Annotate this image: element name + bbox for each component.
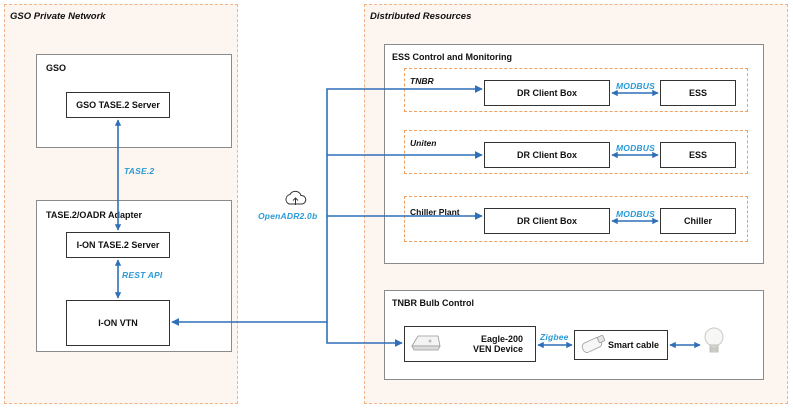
zigbee-label: Zigbee [540,332,569,342]
gso-private-network-title: GSO Private Network [10,11,106,22]
adapter-panel-title: TASE.2/OADR Adapter [46,210,143,220]
eagle-line-1: Eagle-200 [480,334,523,344]
dr-client-box-2: DR Client Box [484,142,610,168]
modbus-label-2: MODBUS [616,143,655,153]
gso-tase2-server-box: GSO TASE.2 Server [66,92,170,118]
modbus-label-3: MODBUS [616,209,655,219]
ess-control-panel-title: ESS Control and Monitoring [392,52,512,62]
group-tnbr-title: TNBR [410,76,434,86]
distributed-resources-title: Distributed Resources [370,11,472,22]
gso-panel-title: GSO [46,63,67,73]
openadr-bus [171,85,483,326]
dr-client-box-1: DR Client Box [484,80,610,106]
dr-client-box-3: DR Client Box [484,208,610,234]
openadr-link-eagle [326,322,403,347]
ess-box-1: ESS [660,80,736,106]
smart-cable-box: Smart cable [574,330,668,360]
ion-vtn-box: I-ON VTN [66,300,170,346]
smart-cable-label: Smart cable [607,340,659,350]
modbus-label-1: MODBUS [616,81,655,91]
smart-plug-icon [581,334,606,353]
tase2-label: TASE.2 [124,166,155,176]
router-icon [411,335,441,351]
ess-box-2: ESS [660,142,736,168]
light-bulb-icon [704,327,724,353]
rest-api-label: REST API [122,270,163,280]
chiller-box: Chiller [660,208,736,234]
eagle-line-2: VEN Device [472,344,523,354]
ion-tase2-server-box: I-ON TASE.2 Server [66,232,170,258]
cloud-upload-icon [285,190,307,205]
